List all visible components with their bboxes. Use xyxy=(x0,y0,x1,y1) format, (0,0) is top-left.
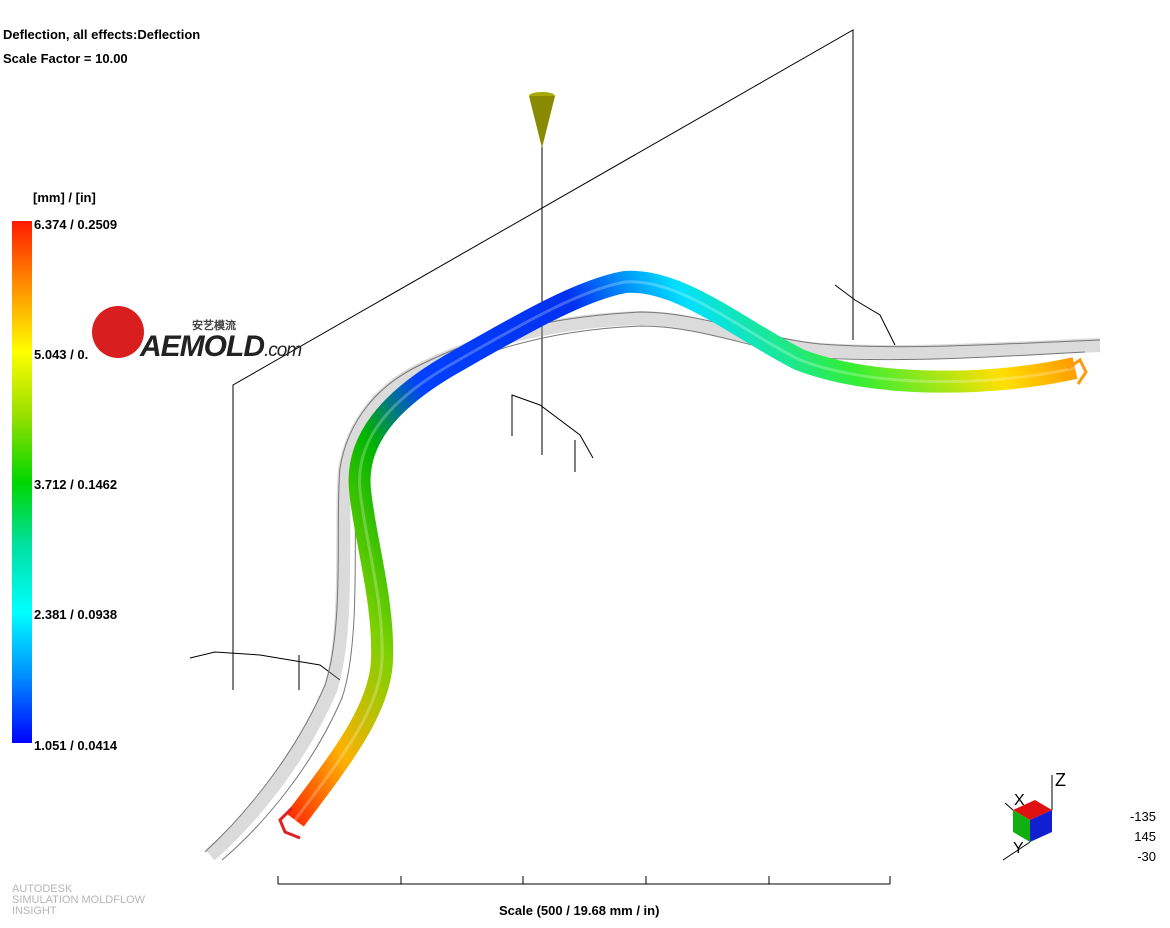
axis-label-z: Z xyxy=(1055,770,1066,790)
legend-label-min: 1.051 / 0.0414 xyxy=(34,738,118,753)
rotation-value-2: 145 xyxy=(1134,829,1156,844)
result-title: Deflection, all effects:Deflection xyxy=(3,27,201,42)
legend-units: [mm] / [in] xyxy=(33,190,96,205)
rotation-value-3: -30 xyxy=(1137,849,1156,864)
scale-factor-label: Scale Factor = 10.00 xyxy=(3,51,128,66)
injection-cone xyxy=(529,92,555,148)
color-scale-bar xyxy=(12,221,32,743)
legend-label-4: 2.381 / 0.0938 xyxy=(34,607,118,622)
scale-bar xyxy=(277,876,891,885)
axis-label-x: X xyxy=(1014,792,1025,809)
orientation-cube-icon xyxy=(1002,775,1053,861)
deformed-part xyxy=(286,270,1078,827)
rotation-value-1: -135 xyxy=(1129,809,1156,824)
scale-bar-label: Scale (500 / 19.68 mm / in) xyxy=(499,903,660,918)
watermark-logo-icon xyxy=(92,306,144,358)
axis-label-y: Y xyxy=(1013,840,1024,857)
product-branding: AUTODESK SIMULATION MOLDFLOW INSIGHT xyxy=(12,883,146,917)
legend-label-2: 5.043 / 0. xyxy=(34,347,89,362)
legend-label-max: 6.374 / 0.2509 xyxy=(34,217,118,232)
legend-label-3: 3.712 / 0.1462 xyxy=(34,477,118,492)
bounding-wireframe xyxy=(189,29,896,690)
watermark-brand: AEMOLD.com xyxy=(140,330,302,363)
watermark-chinese: 安艺模流 xyxy=(192,320,236,332)
